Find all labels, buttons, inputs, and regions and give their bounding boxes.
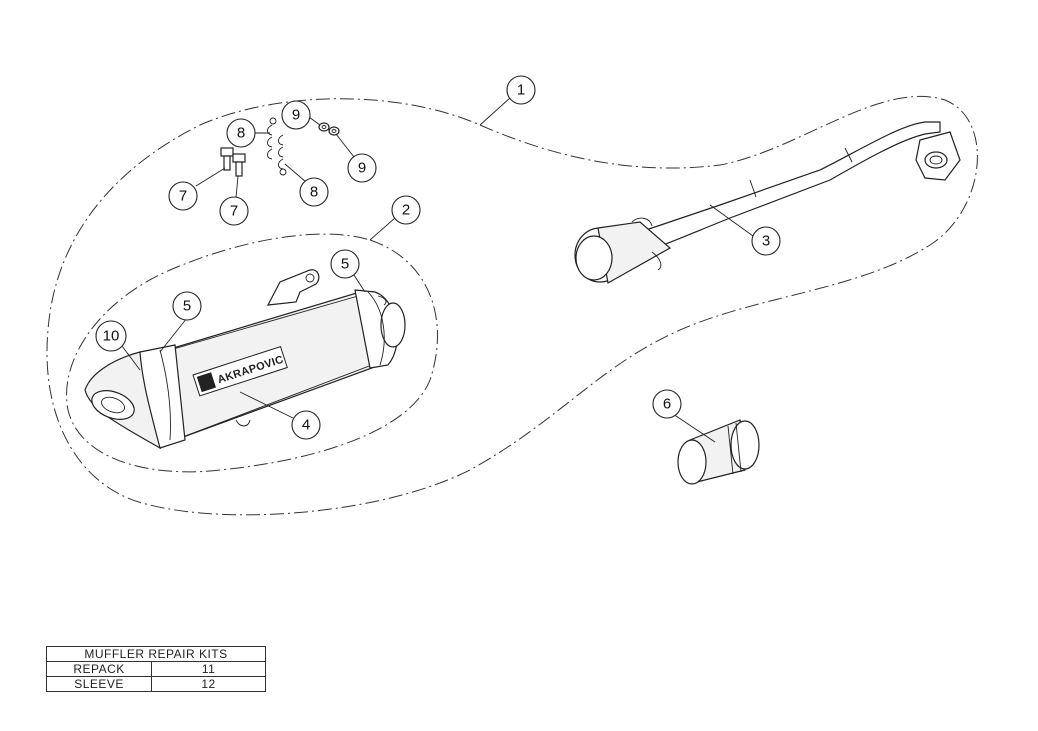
repair-table-title: MUFFLER REPAIR KITS (46, 646, 266, 662)
repair-kit-number: 12 (151, 676, 266, 692)
svg-text:10: 10 (103, 328, 120, 345)
svg-text:6: 6 (663, 396, 671, 413)
callout-1: 1 (506, 75, 536, 105)
repair-kit-number: 11 (151, 661, 266, 677)
svg-text:8: 8 (310, 184, 318, 201)
callout-2: 2 (391, 195, 421, 225)
link-pipe (677, 419, 760, 485)
washers (318, 122, 340, 136)
callout-7-left: 7 (168, 181, 198, 211)
svg-text:9: 9 (358, 160, 366, 177)
callout-3: 3 (751, 226, 781, 256)
group-boundary-2 (66, 233, 438, 473)
svg-text:9: 9 (292, 107, 300, 124)
callout-6: 6 (652, 389, 682, 419)
svg-text:2: 2 (402, 202, 410, 219)
group-boundary-1 (46, 95, 978, 516)
table-row: SLEEVE 12 (45, 676, 266, 692)
table-row: REPACK 11 (45, 661, 266, 677)
svg-text:4: 4 (302, 417, 310, 434)
bolts (220, 147, 246, 177)
svg-text:7: 7 (230, 203, 238, 220)
svg-text:5: 5 (341, 256, 349, 273)
callout-4: 4 (291, 410, 321, 440)
callout-7-right: 7 (219, 196, 249, 226)
svg-text:7: 7 (179, 188, 187, 205)
callout-9-bottom: 9 (347, 153, 377, 183)
callout-9-top: 9 (281, 100, 311, 130)
callout-10: 10 (95, 320, 127, 352)
svg-text:3: 3 (762, 233, 770, 250)
callout-5-muffler-front: 5 (172, 291, 202, 321)
leader-lines (121, 97, 754, 443)
clamps (159, 291, 387, 441)
callout-8-top: 8 (226, 118, 256, 148)
springs (267, 117, 287, 176)
svg-text:8: 8 (237, 125, 245, 142)
svg-text:5: 5 (183, 298, 191, 315)
repair-kit-name: REPACK (45, 661, 153, 677)
repair-kit-name: SLEEVE (45, 676, 153, 692)
logo-plate (192, 345, 288, 397)
muffler-repair-kits-table: MUFFLER REPAIR KITS REPACK 11 SLEEVE 12 (45, 646, 266, 692)
svg-text:1: 1 (517, 82, 525, 99)
muffler-body: AKRAPOVIC (84, 269, 406, 450)
header-pipe (574, 121, 961, 284)
callout-5-muffler-rear: 5 (330, 249, 360, 279)
callout-8-bottom: 8 (299, 177, 329, 207)
